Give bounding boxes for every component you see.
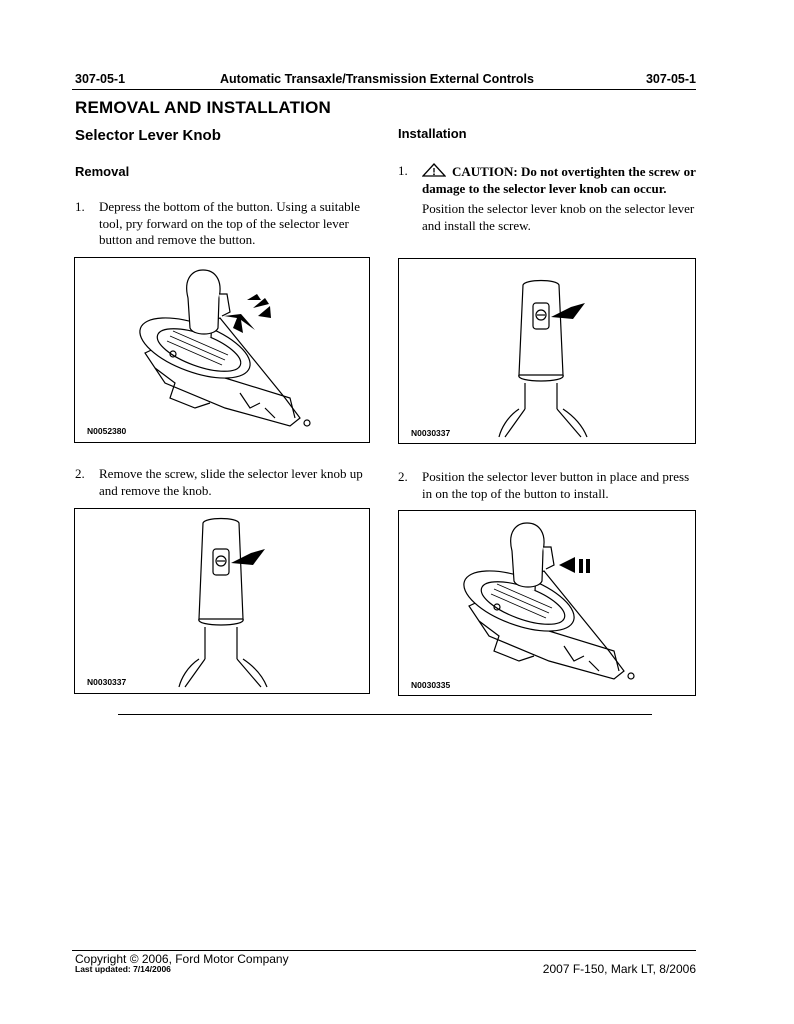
step-number: 2. (75, 466, 85, 481)
figure-installation-1: N0030337 (398, 258, 696, 444)
step-text: Position the selector lever button in pl… (422, 469, 690, 501)
lever-knob-screw-icon (178, 517, 268, 688)
shifter-assembly-arrows-icon (139, 269, 311, 427)
header-rule (72, 89, 696, 90)
page-title: REMOVAL AND INSTALLATION (75, 98, 332, 117)
footer-vehicle: 2007 F-150, Mark LT, 8/2006 (542, 962, 696, 976)
figure-id: N0030335 (411, 680, 451, 690)
caution-triangle-icon (422, 163, 446, 177)
step-number: 1. (398, 163, 408, 178)
figure-id: N0030337 (411, 428, 451, 438)
section-number-left: 307-05-1 (75, 72, 126, 86)
step-text: Depress the bottom of the button. Using … (99, 199, 361, 247)
figure-installation-2: N0030335 (398, 510, 696, 696)
footer-rule (72, 950, 696, 951)
step-text: Position the selector lever knob on the … (422, 201, 695, 233)
removal-heading: Removal (75, 164, 130, 179)
subtitle: Selector Lever Knob (75, 127, 221, 144)
installation-step-1: 1. CAUTION: Do not overtighten the screw… (398, 163, 698, 234)
step-text: Remove the screw, slide the selector lev… (99, 466, 363, 498)
removal-step-2: 2. Remove the screw, slide the selector … (75, 466, 375, 499)
lever-knob-screw-icon (498, 279, 588, 438)
caution-text: CAUTION: Do not overtighten the screw or… (422, 164, 696, 196)
shifter-assembly-arrows-icon (463, 522, 635, 680)
footer-copyright: Copyright © 2006, Ford Motor Company (75, 952, 289, 966)
installation-step-2: 2. Position the selector lever button in… (398, 469, 698, 502)
step-number: 1. (75, 199, 85, 214)
footer-last-updated: Last updated: 7/14/2006 (75, 964, 171, 974)
removal-step-1: 1. Depress the bottom of the button. Usi… (75, 199, 365, 249)
figure-removal-1: N0052380 (74, 257, 370, 443)
installation-heading: Installation (398, 126, 467, 141)
step-number: 2. (398, 469, 408, 484)
caution-block: CAUTION: Do not overtighten the screw or… (422, 163, 698, 197)
figure-id: N0030337 (87, 677, 127, 687)
section-number-right: 307-05-1 (645, 72, 696, 86)
figure-removal-2: N0030337 (74, 508, 370, 694)
figure-id: N0052380 (87, 426, 127, 436)
header-title: Automatic Transaxle/Transmission Externa… (220, 72, 534, 86)
section-end-rule (118, 714, 652, 715)
